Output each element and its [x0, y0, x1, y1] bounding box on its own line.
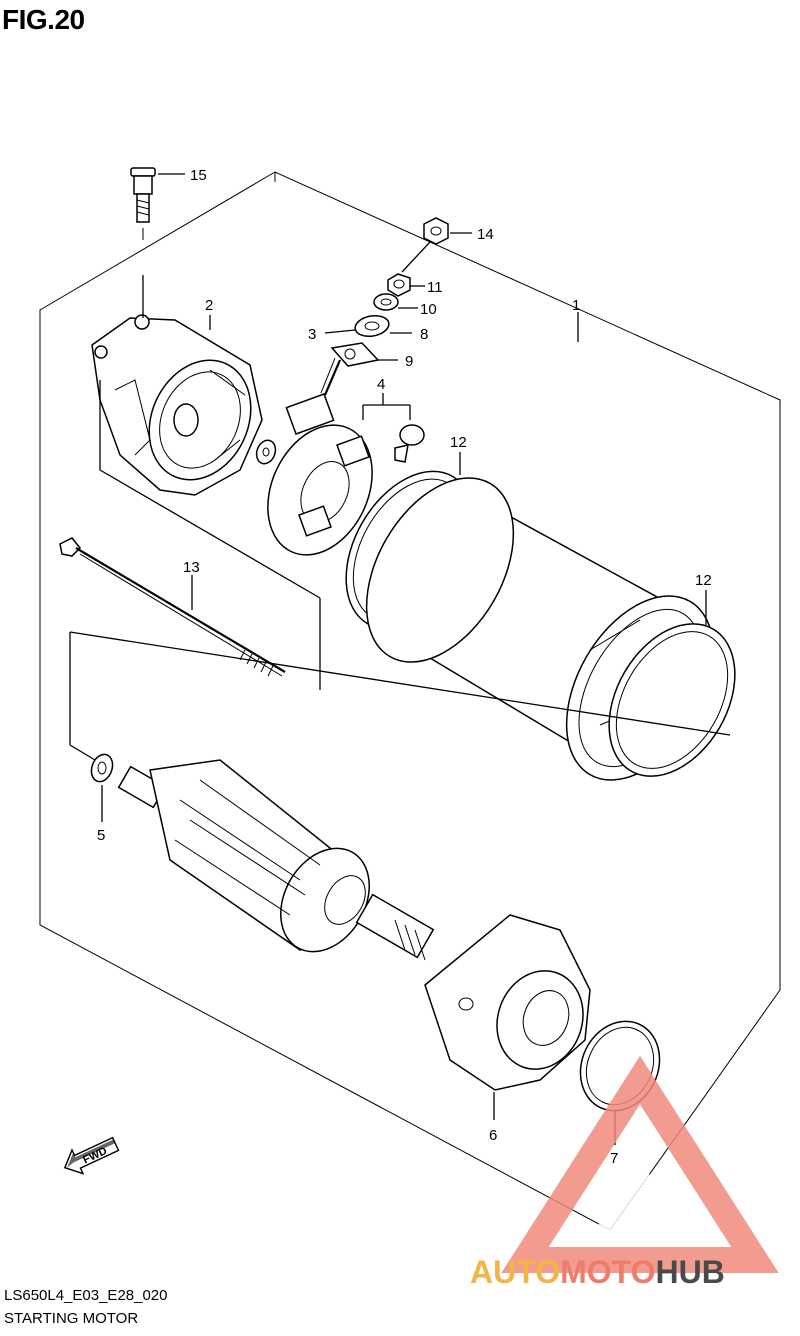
nut-part-10 [373, 293, 399, 311]
callout-9: 9 [405, 353, 413, 370]
through-bolt-part-13 [59, 537, 286, 677]
callout-15: 15 [190, 167, 207, 184]
callout-10: 10 [420, 301, 437, 318]
callout-8: 8 [420, 326, 428, 343]
figure-code: LS650L4_E03_E28_020 [4, 1287, 168, 1304]
callout-5: 5 [97, 827, 105, 844]
watermark-text: AUTOMOTOHUB [470, 1254, 725, 1291]
callout-6: 6 [489, 1127, 497, 1144]
nut-part-14 [423, 217, 449, 245]
callout-13: 13 [183, 559, 200, 576]
terminal-bolt-part-9 [320, 342, 380, 396]
brush-holder-part-4 [267, 393, 425, 556]
callout-1: 1 [572, 297, 580, 314]
washer-part-5 [90, 753, 114, 783]
callout-12-upper: 12 [450, 434, 467, 451]
callout-11: 11 [427, 279, 443, 296]
figure-caption: STARTING MOTOR [4, 1310, 139, 1327]
nut-part-11 [387, 273, 411, 297]
watermark-auto: AUTO [470, 1254, 561, 1290]
callout-7: 7 [610, 1150, 618, 1167]
callout-14: 14 [477, 226, 494, 243]
watermark-logo-icon [501, 1055, 779, 1273]
figure-title: FIG.20 [2, 4, 85, 35]
callout-3: 3 [308, 326, 316, 343]
front-cover-part-6 [424, 914, 591, 1091]
watermark-hub: HUB [655, 1254, 725, 1290]
washer [255, 439, 277, 465]
o-ring-part-12-lower [608, 623, 736, 777]
fwd-arrow-icon: FWD [63, 1136, 120, 1175]
bolt-part-15 [130, 167, 156, 240]
callout-12-lower: 12 [695, 572, 712, 589]
fwd-label: FWD [81, 1145, 109, 1166]
watermark-moto: MOTO [560, 1254, 656, 1290]
callout-2: 2 [205, 297, 213, 314]
washer-part-8 [354, 314, 390, 338]
armature [117, 759, 435, 961]
callout-4: 4 [377, 376, 385, 393]
end-cover-part-2 [91, 314, 263, 496]
